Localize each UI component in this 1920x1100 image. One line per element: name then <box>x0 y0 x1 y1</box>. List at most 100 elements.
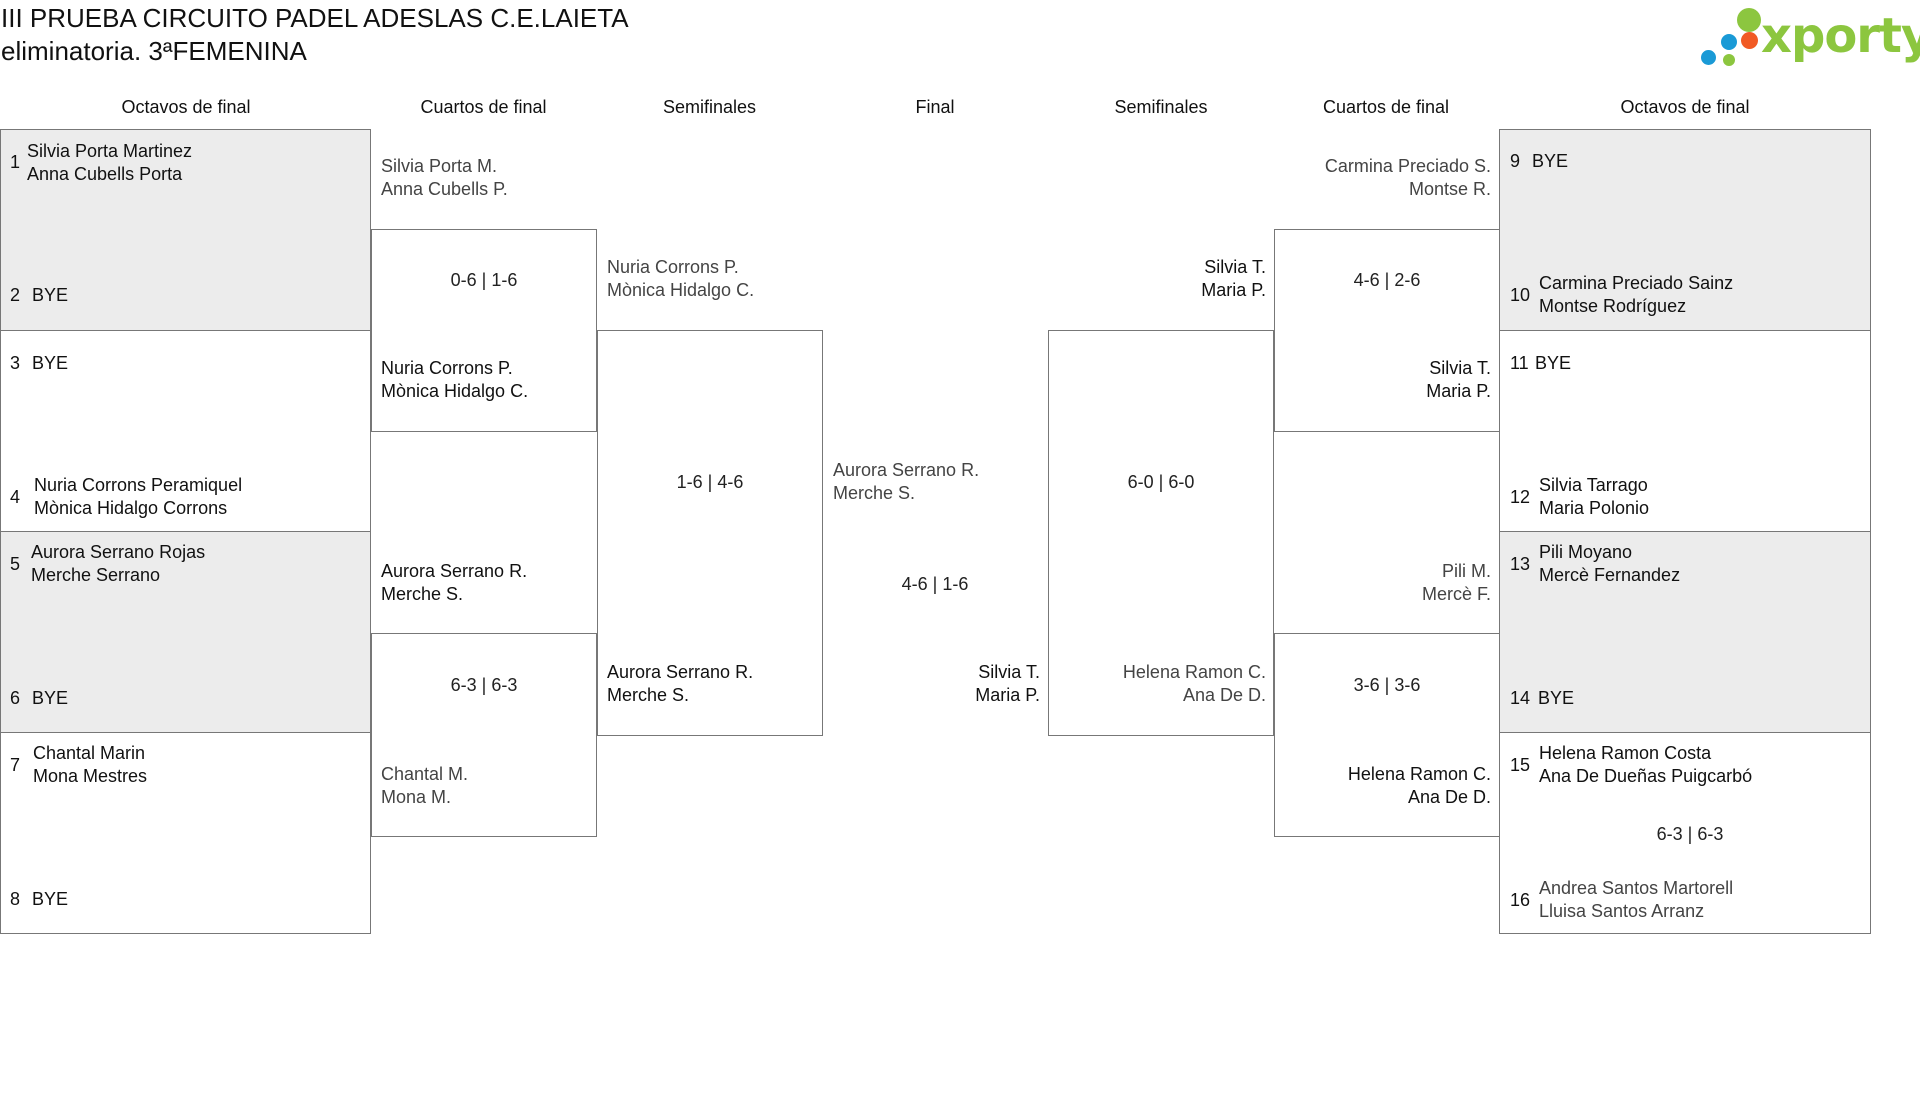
player-name: Maria P. <box>975 685 1040 705</box>
player-name: Merche Serrano <box>31 565 161 585</box>
player-name: Silvia T. <box>1204 257 1266 277</box>
r16-left-match-4 <box>0 732 371 934</box>
seed-number: 7 <box>10 755 21 775</box>
seed-entry-15: 15 Helena Ramon Costa Ana De Dueñas Puig… <box>1510 742 1865 788</box>
pair-names: Helena Ramon Costa Ana De Dueñas Puigcar… <box>1539 742 1752 788</box>
qf-right-pair-4: Helena Ramon C. Ana De D. <box>1274 763 1491 809</box>
pair-names: BYE <box>32 888 68 911</box>
seed-entry-11: 11 BYE <box>1510 352 1865 375</box>
tournament-title: III PRUEBA CIRCUITO PADEL ADESLAS C.E.LA… <box>1 2 629 68</box>
final-pair-2: Silvia T. Maria P. <box>822 661 1040 707</box>
player-name: Pili M. <box>1442 561 1491 581</box>
seed-entry-1: 1 Silvia Porta Martinez Anna Cubells Por… <box>10 140 365 186</box>
player-name: BYE <box>1538 688 1575 708</box>
player-name: BYE <box>32 285 69 305</box>
player-name: Montse R. <box>1408 179 1491 199</box>
player-name: Mònica Hidalgo C. <box>381 381 529 401</box>
player-name: BYE <box>1535 353 1572 373</box>
qf-left-match-2 <box>371 633 597 837</box>
seed-number: 6 <box>10 688 21 708</box>
sf-left-match <box>597 330 823 736</box>
player-name: BYE <box>32 353 69 373</box>
r16-right-match-4-score: 6-3 | 6-3 <box>1656 824 1724 844</box>
seed-number: 9 <box>1510 151 1521 171</box>
player-name: Mònica Hidalgo C. <box>607 280 755 300</box>
sf-right-score: 6-0 | 6-0 <box>1127 472 1195 492</box>
pair-names: Nuria Corrons Peramiquel Mònica Hidalgo … <box>34 474 242 520</box>
logo-dot-blue-icon <box>1721 34 1737 50</box>
player-name: Montse Rodríguez <box>1539 296 1687 316</box>
player-name: Maria P. <box>1201 280 1266 300</box>
sf-right-match <box>1048 330 1274 736</box>
player-name: Nuria Corrons P. <box>607 257 739 277</box>
seed-entry-2: 2 BYE <box>10 284 365 307</box>
pair-names: BYE <box>32 687 68 710</box>
player-name: Silvia Tarrago <box>1539 475 1648 495</box>
seed-entry-8: 8 BYE <box>10 888 365 911</box>
player-name: Lluisa Santos Arranz <box>1539 901 1705 921</box>
pair-names: Aurora Serrano Rojas Merche Serrano <box>31 541 205 587</box>
player-name: Aurora Serrano R. <box>381 561 528 581</box>
pair-names: BYE <box>1535 352 1571 375</box>
seed-entry-12: 12 Silvia Tarrago Maria Polonio <box>1510 474 1865 520</box>
seed-number: 4 <box>10 487 21 507</box>
qf-left-match-1 <box>371 229 597 432</box>
sf-left-pair-1: Nuria Corrons P. Mònica Hidalgo C. <box>607 256 754 302</box>
player-name: Carmina Preciado Sainz <box>1539 273 1734 293</box>
player-name: Maria Polonio <box>1539 498 1650 518</box>
player-name: Ana De D. <box>1407 787 1491 807</box>
pair-names: Pili Moyano Mercè Fernandez <box>1539 541 1680 587</box>
seed-entry-10: 10 Carmina Preciado Sainz Montse Rodrígu… <box>1510 272 1865 318</box>
player-name: Nuria Corrons P. <box>381 358 513 378</box>
seed-number: 11 <box>1510 353 1529 373</box>
player-name: Pili Moyano <box>1539 542 1633 562</box>
seed-entry-9: 9 BYE <box>1510 150 1865 173</box>
xporty-logo[interactable]: xporty <box>1697 4 1920 68</box>
player-name: Anna Cubells Porta <box>27 164 183 184</box>
seed-number: 1 <box>10 152 21 172</box>
col-header-right-sf: Semifinales <box>1114 97 1208 117</box>
seed-entry-14: 14 BYE <box>1510 687 1865 710</box>
player-name: Mercè F. <box>1421 584 1491 604</box>
col-header-left-qf: Cuartos de final <box>420 97 547 117</box>
logo-dot-orange-icon <box>1741 32 1758 49</box>
player-name: Merche S. <box>607 685 690 705</box>
qf-right-match-2 <box>1274 633 1500 837</box>
player-name: Aurora Serrano R. <box>833 460 980 480</box>
pair-names: BYE <box>1538 687 1574 710</box>
player-name: Maria P. <box>1426 381 1491 401</box>
player-name: Helena Ramon C. <box>1347 764 1491 784</box>
pair-names: BYE <box>1532 150 1568 173</box>
seed-number: 15 <box>1510 755 1531 775</box>
seed-number: 12 <box>1510 487 1531 507</box>
player-name: BYE <box>1532 151 1569 171</box>
seed-entry-4: 4 Nuria Corrons Peramiquel Mònica Hidalg… <box>10 474 365 520</box>
seed-number: 8 <box>10 889 21 909</box>
qf-right-pair-1: Carmina Preciado S. Montse R. <box>1274 155 1491 201</box>
sf-left-pair-2: Aurora Serrano R. Merche S. <box>607 661 753 707</box>
sf-left-score: 1-6 | 4-6 <box>676 472 744 492</box>
qf-left-pair-2: Nuria Corrons P. Mònica Hidalgo C. <box>381 357 528 403</box>
col-header-left-r16: Octavos de final <box>121 97 251 117</box>
pair-names: BYE <box>32 352 68 375</box>
qf-right-pair-3: Pili M. Mercè F. <box>1274 560 1491 606</box>
pair-names: Silvia Porta Martinez Anna Cubells Porta <box>27 140 192 186</box>
r16-right-match-1 <box>1499 129 1871 331</box>
seed-number: 16 <box>1510 890 1531 910</box>
r16-right-match-3 <box>1499 531 1871 733</box>
seed-number: 3 <box>10 353 21 373</box>
seed-number: 10 <box>1510 285 1531 305</box>
player-name: Nuria Corrons Peramiquel <box>34 475 243 495</box>
player-name: Merche S. <box>381 584 464 604</box>
player-name: Mònica Hidalgo Corrons <box>34 498 228 518</box>
qf-right-match-1 <box>1274 229 1500 432</box>
player-name: Anna Cubells P. <box>381 179 508 199</box>
player-name: BYE <box>32 688 69 708</box>
seed-entry-13: 13 Pili Moyano Mercè Fernandez <box>1510 541 1865 587</box>
qf-left-pair-1: Silvia Porta M. Anna Cubells P. <box>381 155 508 201</box>
sf-right-pair-1: Silvia T. Maria P. <box>1048 256 1266 302</box>
seed-entry-7: 7 Chantal Marin Mona Mestres <box>10 742 365 788</box>
seed-entry-5: 5 Aurora Serrano Rojas Merche Serrano <box>10 541 365 587</box>
col-header-right-qf: Cuartos de final <box>1322 97 1450 117</box>
col-header-final: Final <box>915 97 955 117</box>
